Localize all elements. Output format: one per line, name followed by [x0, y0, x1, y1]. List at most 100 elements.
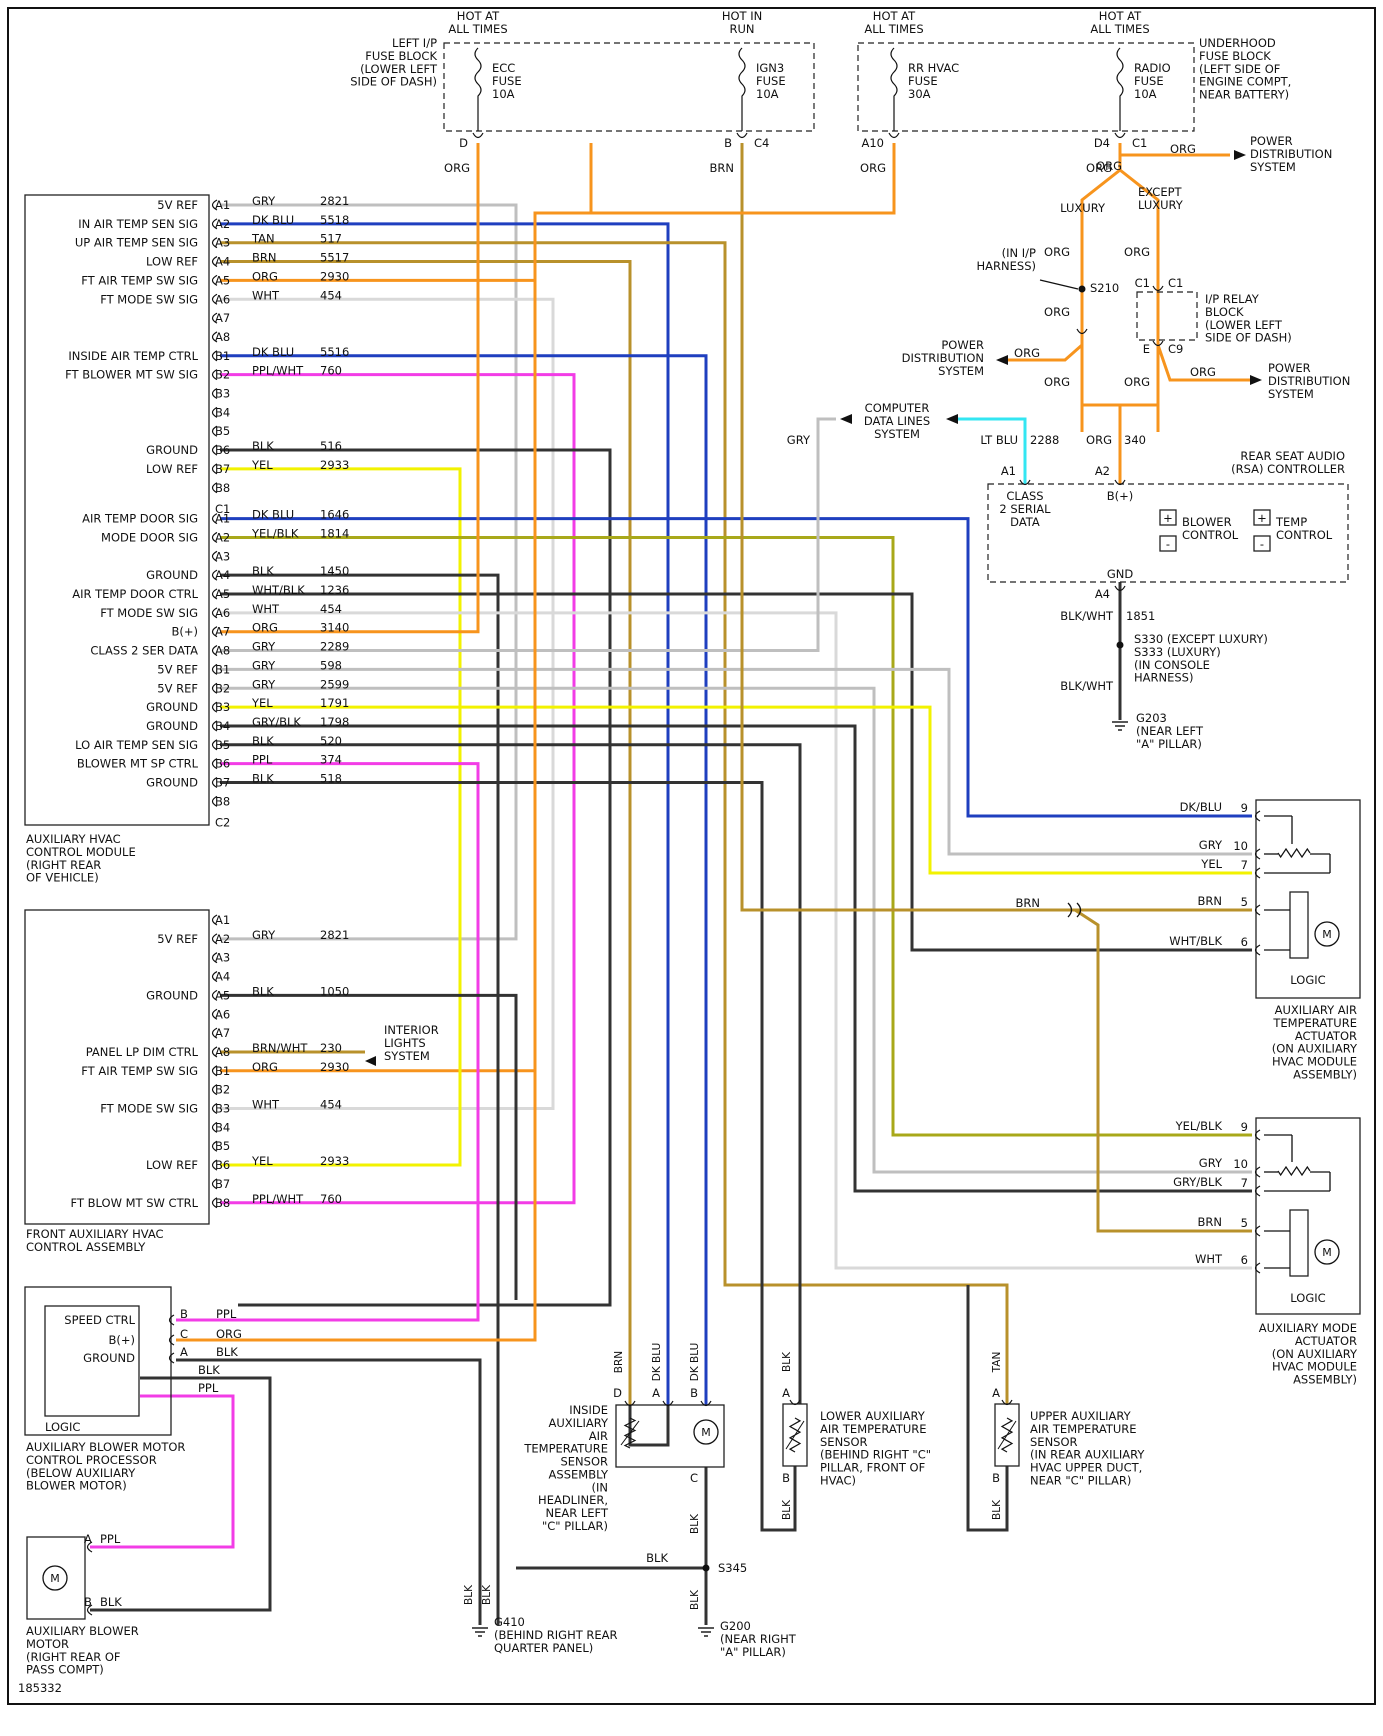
inside-sensor-wire-label: DK BLU — [651, 1343, 663, 1382]
hvac-wire-color: GRY/BLK — [252, 715, 301, 729]
rsa-controller — [987, 483, 1349, 583]
hvac-circuit: 1646 — [320, 508, 349, 522]
front-pin-func: FT AIR TEMP SW SIG — [81, 1064, 198, 1078]
upper-sensor-a: A — [992, 1386, 1000, 1400]
front-terminal-B1 — [211, 1065, 218, 1077]
front-wire-color: YEL — [251, 1154, 273, 1168]
inside-sensor-terminal — [700, 1400, 712, 1407]
blower-out-blk: BLK — [198, 1363, 220, 1377]
actuator-pin: 10 — [1233, 1157, 1248, 1171]
hvac-connector-c2: C2 — [215, 815, 230, 829]
actuator-terminal — [1254, 1225, 1261, 1237]
hvac-circuit: 1791 — [320, 696, 349, 710]
inside-sensor-pin-c: C — [690, 1471, 698, 1485]
blower-motor-ppl: PPL — [100, 1532, 121, 1546]
relay-c1-a: C1 — [1135, 276, 1150, 290]
hvac-circuit: 2289 — [320, 640, 349, 654]
front-terminal-B7 — [211, 1178, 218, 1190]
actuator-motor-1 — [1314, 1239, 1340, 1265]
actuator-wire-color: GRY — [1199, 1156, 1223, 1170]
actuator-motor-0-m: M — [1322, 928, 1332, 941]
actuator-logic-block — [1289, 891, 1309, 959]
front-pin-B1: B1 — [215, 1064, 230, 1078]
blower-proc-func: GROUND — [83, 1351, 135, 1365]
hvac-terminal-A7 — [211, 626, 218, 638]
fuse-symbol — [1116, 47, 1124, 131]
actuator-wire-color: YEL/BLK — [1175, 1119, 1223, 1133]
exlux-org-3: ORG — [1124, 375, 1150, 389]
front-pin-A8: A8 — [215, 1045, 230, 1059]
fuse-wire-color: ORG — [1086, 161, 1112, 175]
wire-2930-org — [220, 278, 537, 1073]
fuse-conn: C1 — [1132, 136, 1147, 150]
wire-760-pplwht — [220, 373, 576, 1205]
wire-blower-ppl — [90, 1394, 235, 1549]
hvac-pin-func: BLOWER MT SP CTRL — [77, 757, 199, 771]
blower-proc-color: BLK — [216, 1345, 238, 1359]
hvac-wire-color: YEL — [251, 696, 273, 710]
front-circuit: 1050 — [320, 984, 349, 998]
hvac-pin-B6: B6 — [215, 443, 230, 457]
wire-516-blk — [220, 448, 612, 1307]
s330-dot — [1116, 641, 1124, 649]
pds-org-2: ORG — [1014, 346, 1040, 360]
hvac-terminal-A6 — [211, 607, 218, 619]
front-pin-A7: A7 — [215, 1026, 230, 1040]
front-pin-B7: B7 — [215, 1177, 230, 1191]
blower-proc-logic: LOGIC — [45, 1420, 80, 1434]
rsa-gnd: GND — [1107, 567, 1134, 581]
front-aux-hvac-control-assembly — [24, 909, 210, 1225]
front-wire-color: ORG — [252, 1060, 278, 1074]
hvac-terminal-B1 — [211, 350, 218, 362]
hvac-terminal-A1 — [211, 513, 218, 525]
front-pin-B8: B8 — [215, 1196, 230, 1210]
hvac-terminal-A4 — [211, 256, 218, 268]
hvac-pin-func: GROUND — [146, 719, 198, 733]
actuator-pin: 7 — [1241, 858, 1248, 872]
front-pin-A3: A3 — [215, 951, 230, 965]
blower-motor-terminal-b — [86, 1604, 93, 1616]
front-pin-func: LOW REF — [146, 1158, 198, 1172]
blower-motor-terminal-a — [86, 1541, 93, 1553]
wire-2599-gry — [220, 686, 1252, 1174]
front-terminal-A6 — [211, 1008, 218, 1020]
aux-air-temp-actuator — [1255, 799, 1361, 999]
hvac-circuit: 2933 — [320, 458, 349, 472]
blower-motor-symbol-m: M — [50, 1572, 60, 1585]
hvac-wire-color: WHT — [252, 288, 280, 302]
wire-blower-blk — [90, 1376, 272, 1612]
rsa-term-a4 — [1114, 585, 1126, 592]
blower-proc-color: PPL — [216, 1307, 237, 1321]
left-ip-fuse-block — [443, 42, 815, 132]
front-circuit: 2930 — [320, 1060, 349, 1074]
rsa-a4: A4 — [1095, 587, 1110, 601]
hvac-terminal-A8 — [211, 645, 218, 657]
hvac-terminal-A3 — [211, 550, 218, 562]
hvac-terminal-B2 — [211, 682, 218, 694]
actuator-motor-0 — [1314, 921, 1340, 947]
actuator-pot-0 — [1277, 847, 1311, 859]
hvac-pin-A8: A8 — [215, 330, 230, 344]
inside-sensor-wire-label: DK BLU — [689, 1343, 701, 1382]
hvac-circuit: 5516 — [320, 345, 349, 359]
wire-ign3-brn — [740, 143, 1075, 912]
hvac-wire-color: GRY — [252, 658, 276, 672]
hvac-pin-B2: B2 — [215, 368, 230, 382]
wire-3140-org — [220, 143, 480, 634]
actuator-wire-color: BRN — [1198, 894, 1222, 908]
upper-sensor-tan: TAN — [991, 1352, 1003, 1374]
hvac-terminal-B6 — [211, 758, 218, 770]
hvac-pin-func: FT BLOWER MT SW SIG — [65, 368, 198, 382]
hvac-wire-color: ORG — [252, 269, 278, 283]
actuator-wire-color: BRN — [1198, 1215, 1222, 1229]
inside-sensor-wire-label: BRN — [613, 1351, 625, 1373]
actuator-logic: LOGIC — [1290, 973, 1325, 987]
interior-arrow — [365, 1056, 376, 1066]
g200-blk: BLK — [689, 1589, 701, 1610]
